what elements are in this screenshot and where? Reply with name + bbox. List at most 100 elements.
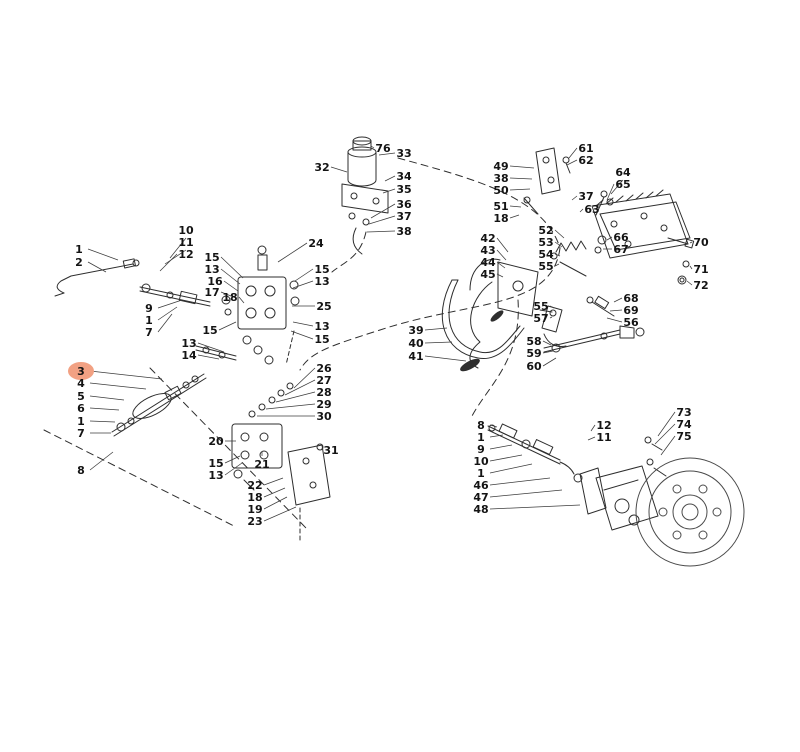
part-label-51[interactable]: 51 — [493, 200, 508, 213]
part-label-13[interactable]: 13 — [314, 275, 329, 288]
part-label-61[interactable]: 61 — [578, 142, 593, 155]
part-label-55[interactable]: 55 — [538, 260, 553, 273]
part-label-69[interactable]: 69 — [623, 304, 638, 317]
part-label-17[interactable]: 17 — [204, 286, 219, 299]
part-label-9[interactable]: 9 — [145, 302, 153, 315]
part-label-39[interactable]: 39 — [408, 324, 423, 337]
part-label-32[interactable]: 32 — [314, 161, 329, 174]
part-label-38[interactable]: 38 — [493, 172, 508, 185]
part-label-29[interactable]: 29 — [316, 398, 331, 411]
part-label-1[interactable]: 1 — [77, 415, 85, 428]
part-label-19[interactable]: 19 — [247, 503, 262, 516]
part-label-68[interactable]: 68 — [623, 292, 638, 305]
part-label-60[interactable]: 60 — [526, 360, 542, 373]
part-number: 12 — [596, 419, 611, 432]
part-label-6[interactable]: 6 — [77, 402, 85, 415]
part-label-41[interactable]: 41 — [408, 350, 423, 363]
part-label-38[interactable]: 38 — [396, 225, 411, 238]
part-label-4[interactable]: 4 — [77, 377, 85, 390]
part-label-46[interactable]: 46 — [473, 479, 489, 492]
part-label-23[interactable]: 23 — [247, 515, 262, 528]
part-label-63[interactable]: 63 — [584, 203, 599, 216]
part-label-57[interactable]: 57 — [533, 312, 548, 325]
part-label-40[interactable]: 40 — [408, 337, 424, 350]
part-label-50[interactable]: 50 — [493, 184, 509, 197]
part-label-22[interactable]: 22 — [247, 479, 262, 492]
part-label-49[interactable]: 49 — [493, 160, 508, 173]
part-label-56[interactable]: 56 — [623, 316, 639, 329]
part-label-1[interactable]: 1 — [477, 431, 485, 444]
part-label-5[interactable]: 5 — [77, 390, 85, 403]
part-label-33[interactable]: 33 — [396, 147, 411, 160]
part-label-58[interactable]: 58 — [526, 335, 541, 348]
part-label-53[interactable]: 53 — [538, 236, 553, 249]
part-label-26[interactable]: 26 — [316, 362, 332, 375]
part-label-67[interactable]: 67 — [613, 243, 628, 256]
part-label-20[interactable]: 20 — [208, 435, 224, 448]
part-label-72[interactable]: 72 — [693, 279, 708, 292]
part-label-12[interactable]: 12 — [178, 248, 193, 261]
part-label-55[interactable]: 55 — [533, 300, 548, 313]
part-label-30[interactable]: 30 — [316, 410, 332, 423]
part-label-21[interactable]: 21 — [254, 458, 269, 471]
part-label-36[interactable]: 36 — [396, 198, 412, 211]
part-label-15[interactable]: 15 — [208, 457, 223, 470]
part-label-18[interactable]: 18 — [222, 291, 237, 304]
part-label-70[interactable]: 70 — [693, 236, 709, 249]
part-label-74[interactable]: 74 — [676, 418, 692, 431]
part-label-12[interactable]: 12 — [596, 419, 611, 432]
part-label-15[interactable]: 15 — [314, 263, 329, 276]
part-label-2[interactable]: 2 — [75, 256, 83, 269]
part-label-13[interactable]: 13 — [204, 263, 219, 276]
part-label-11[interactable]: 11 — [596, 431, 611, 444]
part-label-16[interactable]: 16 — [207, 275, 223, 288]
part-label-10[interactable]: 10 — [473, 455, 489, 468]
part-label-10[interactable]: 10 — [178, 224, 194, 237]
part-label-65[interactable]: 65 — [615, 178, 630, 191]
part-label-47[interactable]: 47 — [473, 491, 488, 504]
part-label-31[interactable]: 31 — [323, 444, 338, 457]
part-label-35[interactable]: 35 — [396, 183, 411, 196]
part-label-13[interactable]: 13 — [314, 320, 329, 333]
part-label-44[interactable]: 44 — [480, 256, 496, 269]
part-label-7[interactable]: 7 — [145, 326, 153, 339]
part-label-13[interactable]: 13 — [181, 337, 196, 350]
part-label-7[interactable]: 7 — [77, 427, 85, 440]
part-label-37[interactable]: 37 — [578, 190, 593, 203]
part-label-11[interactable]: 11 — [178, 236, 193, 249]
part-label-3[interactable]: 3 — [68, 362, 94, 380]
part-label-42[interactable]: 42 — [480, 232, 495, 245]
part-label-8[interactable]: 8 — [77, 464, 85, 477]
part-label-45[interactable]: 45 — [480, 268, 495, 281]
part-label-1[interactable]: 1 — [145, 314, 153, 327]
part-label-75[interactable]: 75 — [676, 430, 691, 443]
part-label-1[interactable]: 1 — [477, 467, 485, 480]
part-label-43[interactable]: 43 — [480, 244, 495, 257]
part-label-28[interactable]: 28 — [316, 386, 331, 399]
part-label-15[interactable]: 15 — [204, 251, 219, 264]
part-label-14[interactable]: 14 — [181, 349, 197, 362]
part-label-18[interactable]: 18 — [247, 491, 262, 504]
part-label-59[interactable]: 59 — [526, 347, 541, 360]
part-label-27[interactable]: 27 — [316, 374, 331, 387]
part-label-76[interactable]: 76 — [375, 142, 391, 155]
part-label-25[interactable]: 25 — [316, 300, 331, 313]
part-label-52[interactable]: 52 — [538, 224, 553, 237]
part-label-54[interactable]: 54 — [538, 248, 554, 261]
part-label-1[interactable]: 1 — [75, 243, 83, 256]
part-label-73[interactable]: 73 — [676, 406, 691, 419]
part-label-48[interactable]: 48 — [473, 503, 488, 516]
part-label-71[interactable]: 71 — [693, 263, 708, 276]
part-label-18[interactable]: 18 — [493, 212, 508, 225]
part-label-8[interactable]: 8 — [477, 419, 485, 432]
part-label-66[interactable]: 66 — [613, 231, 629, 244]
part-label-13[interactable]: 13 — [208, 469, 223, 482]
part-label-15[interactable]: 15 — [202, 324, 217, 337]
part-label-34[interactable]: 34 — [396, 170, 412, 183]
part-label-37[interactable]: 37 — [396, 210, 411, 223]
part-label-62[interactable]: 62 — [578, 154, 593, 167]
part-label-9[interactable]: 9 — [477, 443, 485, 456]
part-label-15[interactable]: 15 — [314, 333, 329, 346]
part-label-64[interactable]: 64 — [615, 166, 631, 179]
part-label-24[interactable]: 24 — [308, 237, 324, 250]
